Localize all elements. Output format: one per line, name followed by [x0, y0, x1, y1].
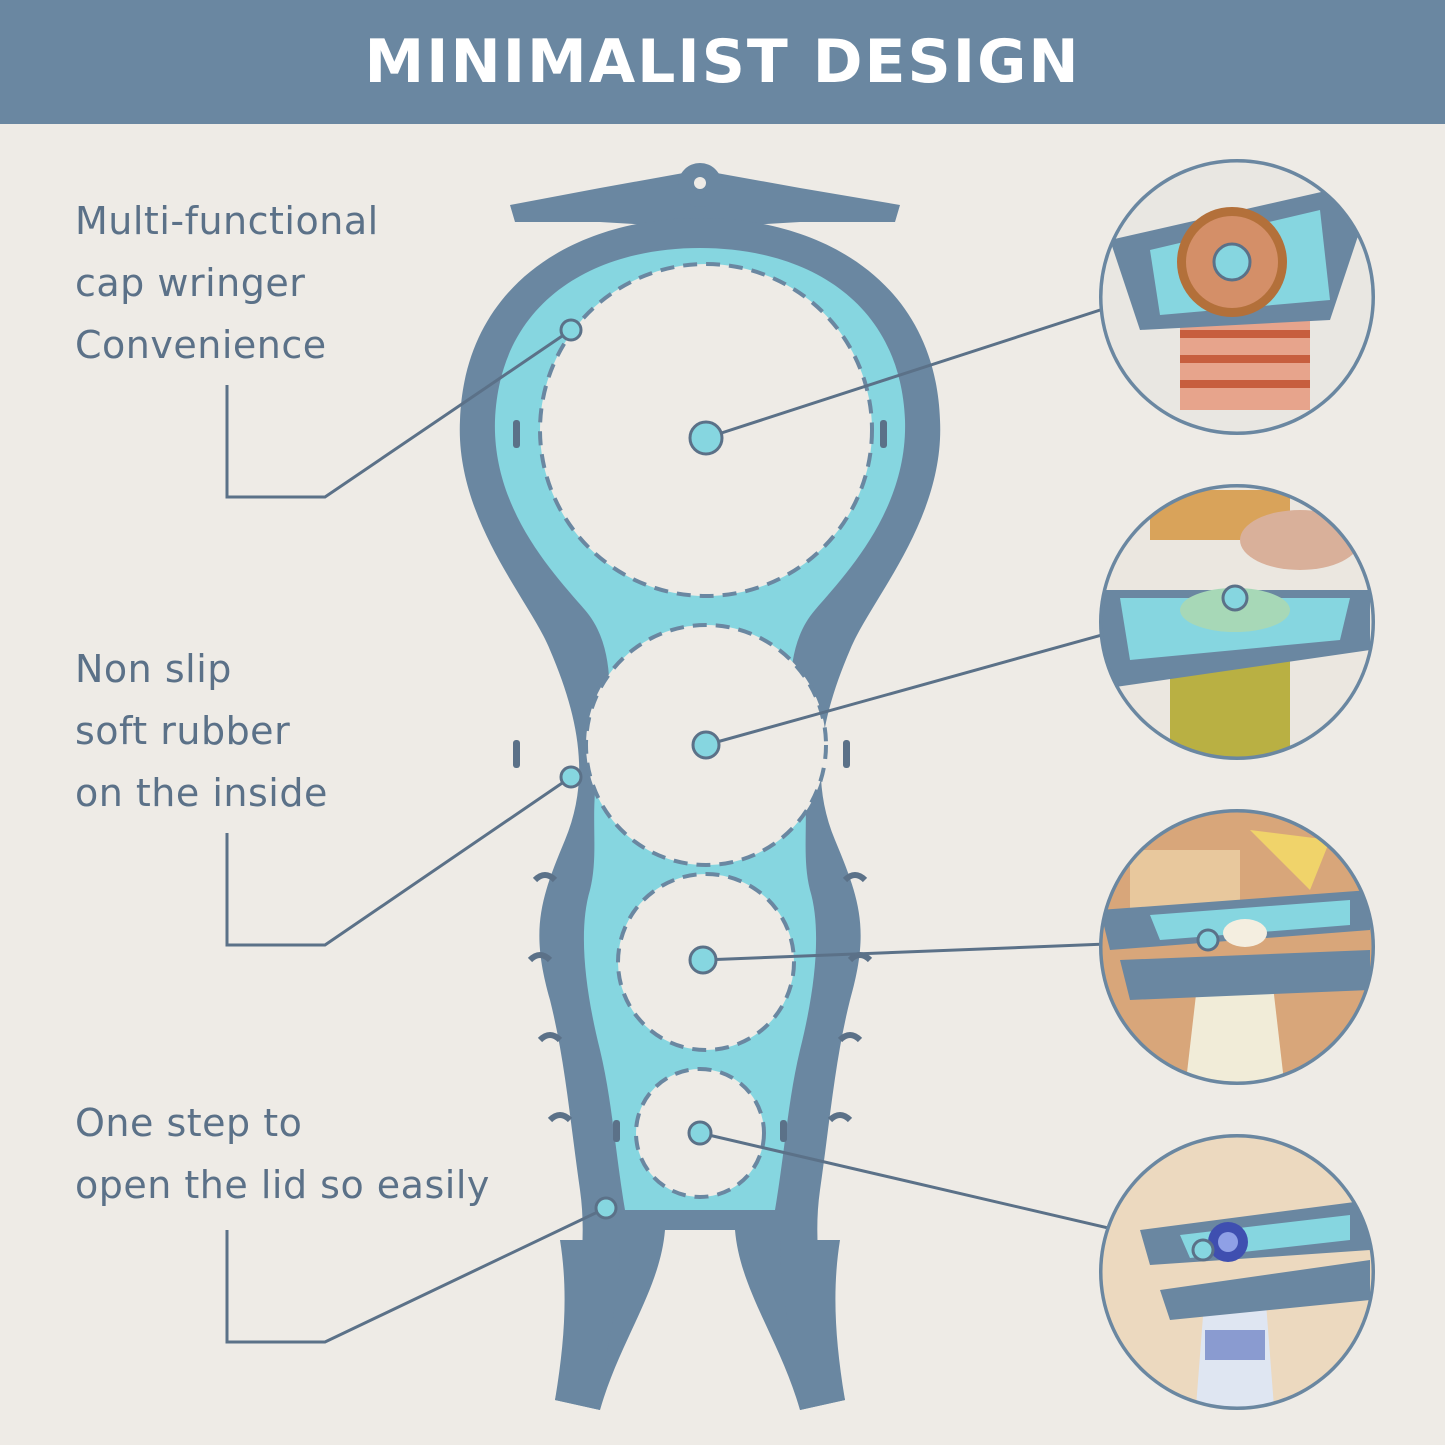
jar-opener-tool — [459, 163, 941, 1410]
top-wing-right — [700, 170, 900, 228]
center-dot — [688, 420, 724, 456]
milk-bottle-photo — [1099, 809, 1375, 1085]
center-dot — [691, 730, 721, 760]
banner-title: MINIMALIST DESIGN — [364, 27, 1081, 97]
feature-line: One step to — [75, 1101, 303, 1145]
feature-label-non-slip: Non slip soft rubber on the inside — [75, 638, 328, 824]
feature-line: cap wringer — [75, 261, 306, 305]
medium-jar-photo — [1099, 484, 1375, 760]
feature-line: Non slip — [75, 647, 232, 691]
top-wing-left — [510, 170, 700, 228]
large-jar-lid-photo — [1099, 159, 1375, 435]
connector-one-step — [225, 1206, 607, 1344]
connector-non-slip — [225, 775, 572, 947]
feature-line: Multi-functional — [75, 199, 379, 243]
feature-label-multifunctional: Multi-functional cap wringer Convenience — [75, 190, 379, 376]
center-dot — [688, 945, 718, 975]
feature-line: soft rubber — [75, 709, 291, 753]
feature-label-one-step: One step to open the lid so easily — [75, 1092, 490, 1216]
feature-line: on the inside — [75, 771, 328, 815]
center-dot — [687, 1120, 713, 1146]
callout-dot — [559, 318, 583, 342]
water-bottle-photo — [1099, 1134, 1375, 1410]
title-banner: MINIMALIST DESIGN — [0, 0, 1445, 124]
connector-multifunctional — [225, 328, 572, 499]
callout-dot — [559, 765, 583, 789]
feature-line: open the lid so easily — [75, 1163, 490, 1207]
callout-dot — [594, 1196, 618, 1220]
feature-line: Convenience — [75, 323, 327, 367]
